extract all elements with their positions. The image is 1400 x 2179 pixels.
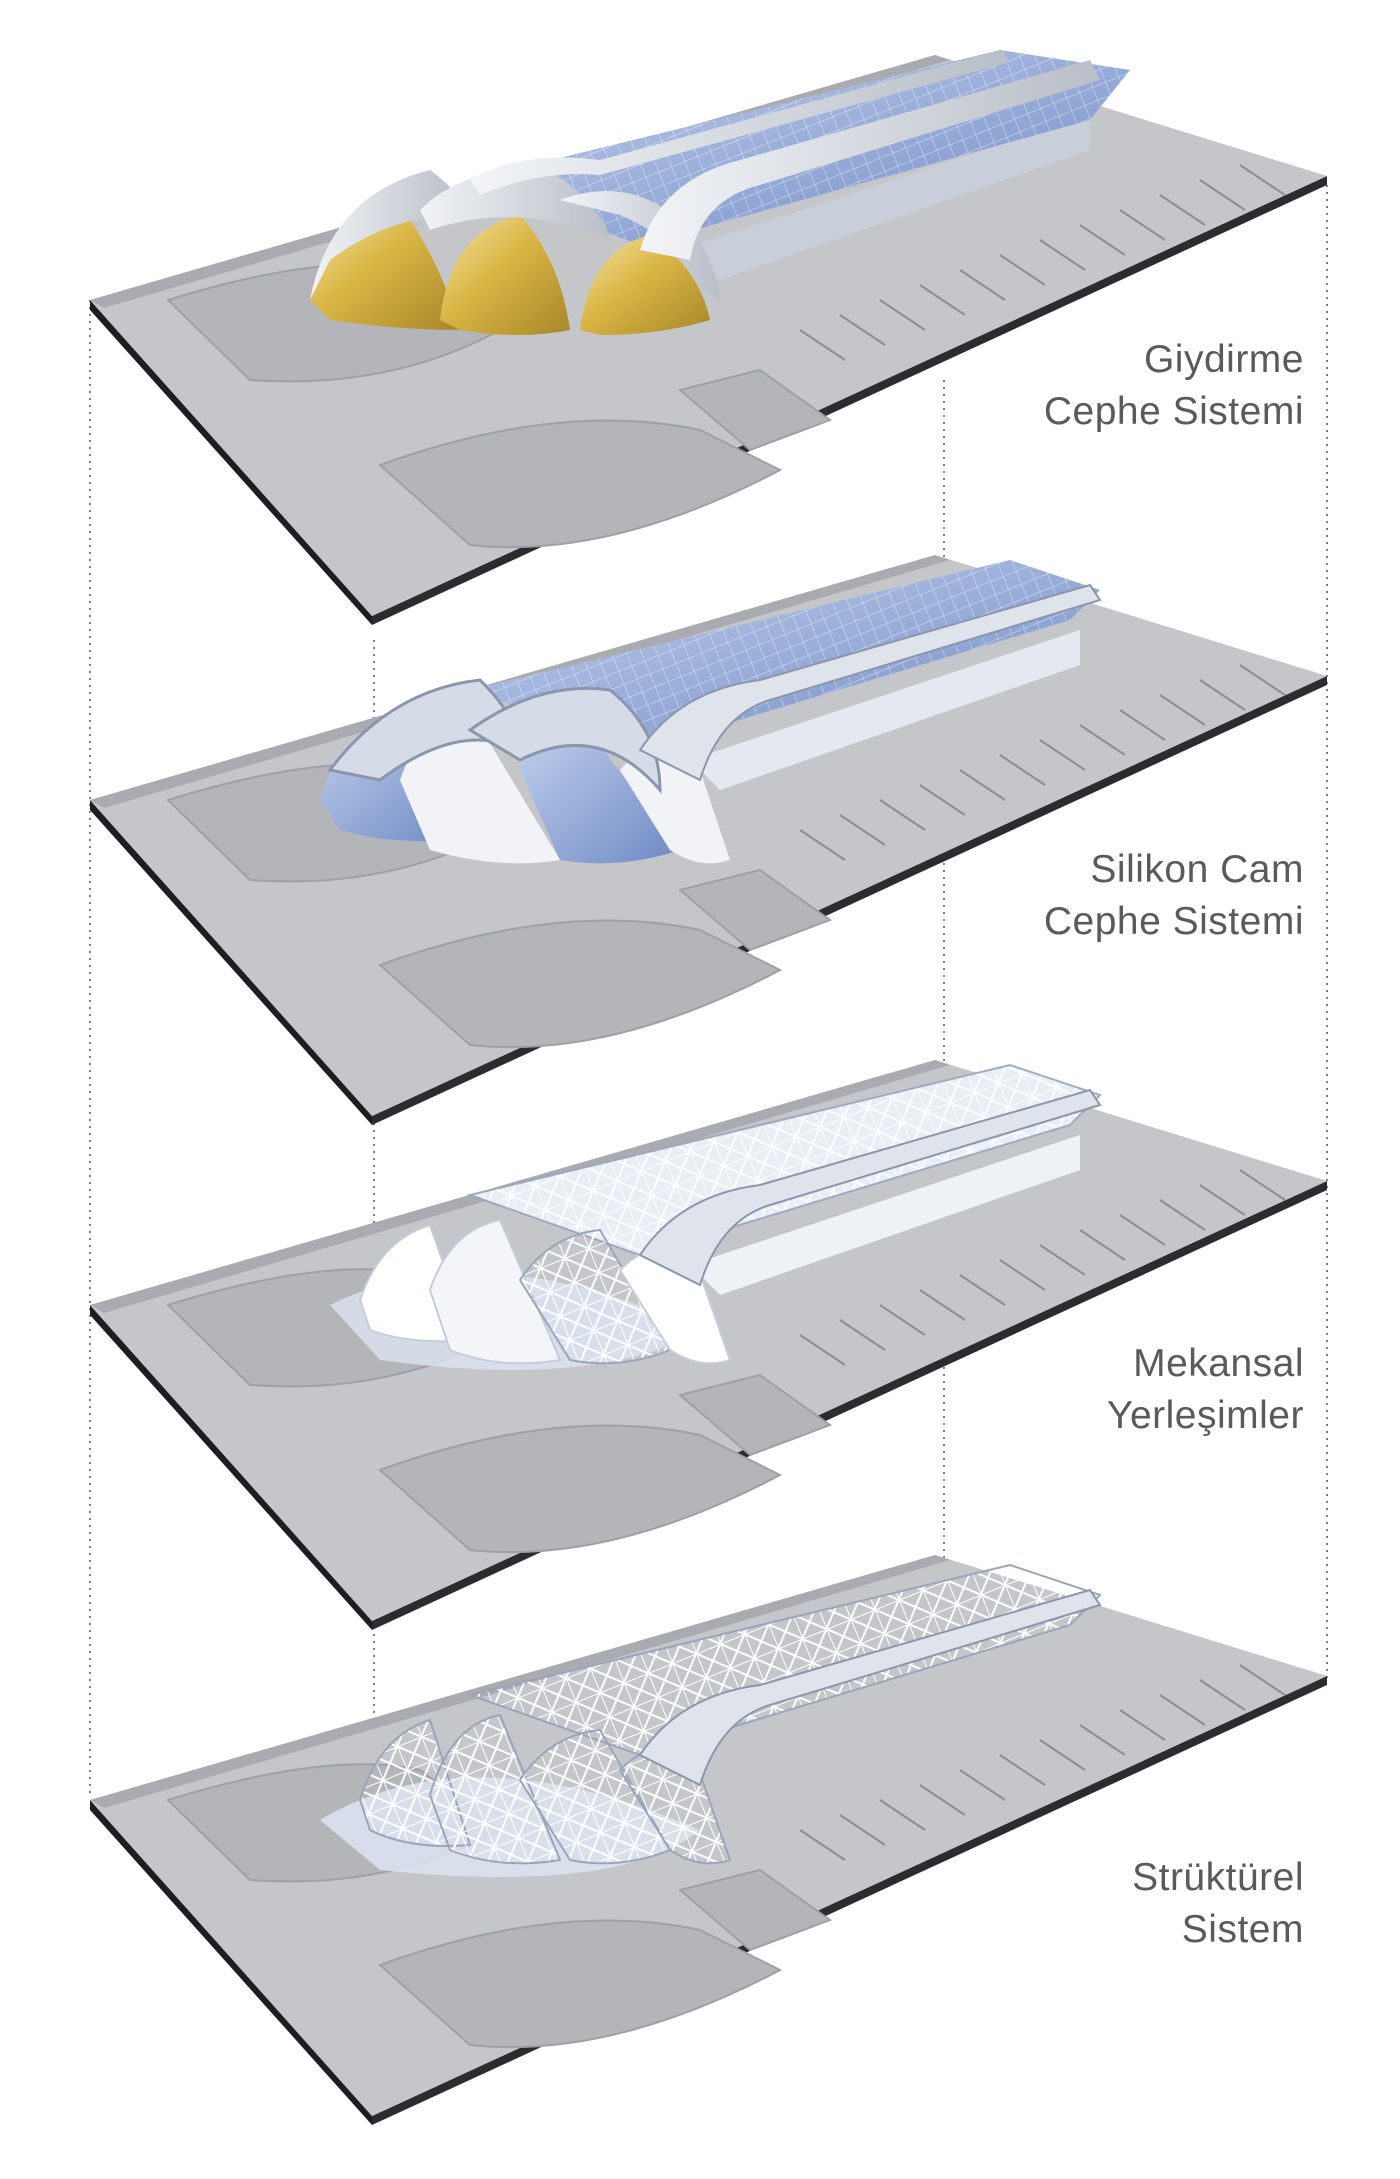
terminal-building-spatial xyxy=(330,1063,1102,1370)
terminal-structure xyxy=(320,1563,1102,1877)
terminal-building-glass xyxy=(320,560,1102,864)
layer-structural-system xyxy=(90,1555,1327,2125)
parking-stripes xyxy=(799,664,1286,861)
label-structural-system: Strüktürel Sistem xyxy=(884,1852,1304,1956)
label-glass-facade: Silikon Cam Cephe Sistemi xyxy=(884,844,1304,948)
layer-glass-facade xyxy=(90,555,1327,1125)
label-line-2: Cephe Sistemi xyxy=(1043,900,1304,943)
label-line-2: Cephe Sistemi xyxy=(1043,390,1304,433)
parking-stripes xyxy=(799,1169,1286,1366)
label-line-1: Mekansal xyxy=(1133,1342,1304,1385)
label-line-1: Silikon Cam xyxy=(1090,848,1304,891)
label-cladding-system: Giydirme Cephe Sistemi xyxy=(884,334,1304,438)
parking-stripes xyxy=(799,1664,1286,1861)
terminal-building-cladding xyxy=(310,50,1130,335)
parking-stripes xyxy=(799,164,1286,361)
label-spatial-placements: Mekansal Yerleşimler xyxy=(884,1338,1304,1442)
layer-spatial-placements xyxy=(90,1060,1327,1630)
label-line-1: Strüktürel xyxy=(1132,1856,1304,1899)
roads xyxy=(166,763,833,1049)
label-line-1: Giydirme xyxy=(1143,338,1304,381)
label-line-2: Yerleşimler xyxy=(1107,1394,1304,1437)
layer-cladding-system xyxy=(90,50,1327,625)
label-line-2: Sistem xyxy=(1181,1908,1304,1951)
